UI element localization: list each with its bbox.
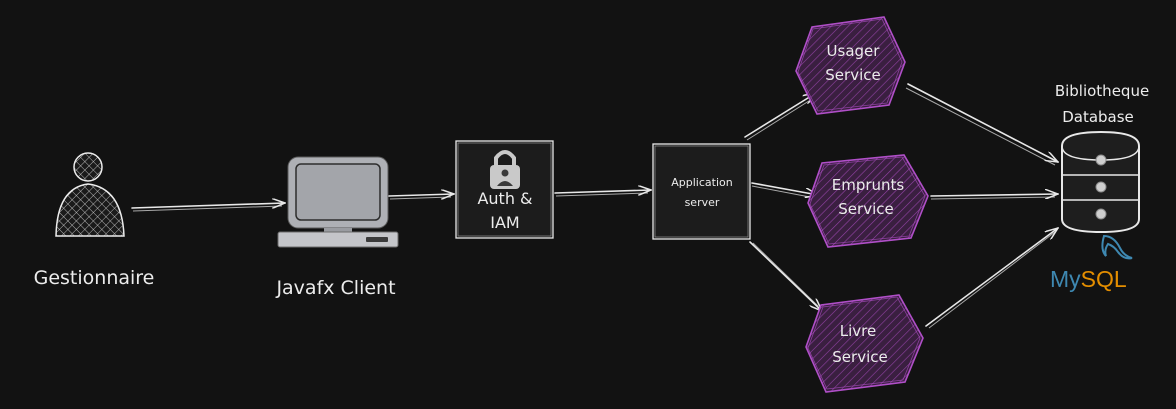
lock-icon: [490, 150, 520, 189]
database-label-line2: Database: [1062, 108, 1134, 126]
edge-emprunts-database: [930, 194, 1058, 200]
mysql-dolphin-icon: [1101, 234, 1133, 260]
edge-appserver-usager: [744, 93, 816, 141]
client-node: Javafx Client: [275, 156, 399, 299]
livre-label-line1: Livre: [840, 322, 876, 340]
emprunts-label-line2: Service: [838, 200, 893, 218]
database-label-line1: Bibliotheque: [1055, 82, 1149, 100]
mysql-sql: SQL: [1081, 266, 1127, 292]
edge-livre-database: [925, 228, 1058, 329]
edge-actor-client: [131, 203, 285, 212]
database-icon: [1061, 130, 1140, 234]
usager-service-node: Usager Service: [795, 16, 906, 115]
livre-service-node: Livre Service: [805, 294, 924, 393]
database-node: Bibliotheque Database: [1055, 82, 1149, 234]
emprunts-service-node: Emprunts Service: [807, 154, 929, 248]
app-server-node: Application server: [652, 143, 751, 240]
edge-usager-database: [905, 83, 1058, 166]
app-server-label-line1: Application: [671, 176, 732, 189]
auth-node: Auth & IAM: [455, 140, 554, 239]
mysql-my: My: [1050, 266, 1081, 292]
actor-node: Gestionnaire: [34, 152, 155, 289]
usager-label-line1: Usager: [827, 42, 881, 60]
livre-label-line2: Service: [832, 348, 887, 366]
desktop-computer-icon: [277, 156, 399, 248]
emprunts-label-line1: Emprunts: [832, 176, 905, 194]
mysql-wordmark: MySQL: [1050, 266, 1127, 292]
auth-label-line1: Auth &: [477, 189, 532, 208]
edge-appserver-livre: [749, 241, 822, 311]
app-server-label-line2: server: [685, 196, 720, 209]
actor-label: Gestionnaire: [34, 267, 155, 289]
client-label: Javafx Client: [275, 277, 395, 299]
user-icon: [55, 152, 125, 237]
edge-appserver-emprunts: [751, 182, 818, 199]
usager-label-line2: Service: [825, 66, 880, 84]
edge-client-auth: [388, 194, 454, 200]
auth-label-line2: IAM: [490, 213, 519, 232]
edge-auth-appserver: [554, 190, 651, 197]
mysql-logo: MySQL: [1050, 234, 1133, 292]
